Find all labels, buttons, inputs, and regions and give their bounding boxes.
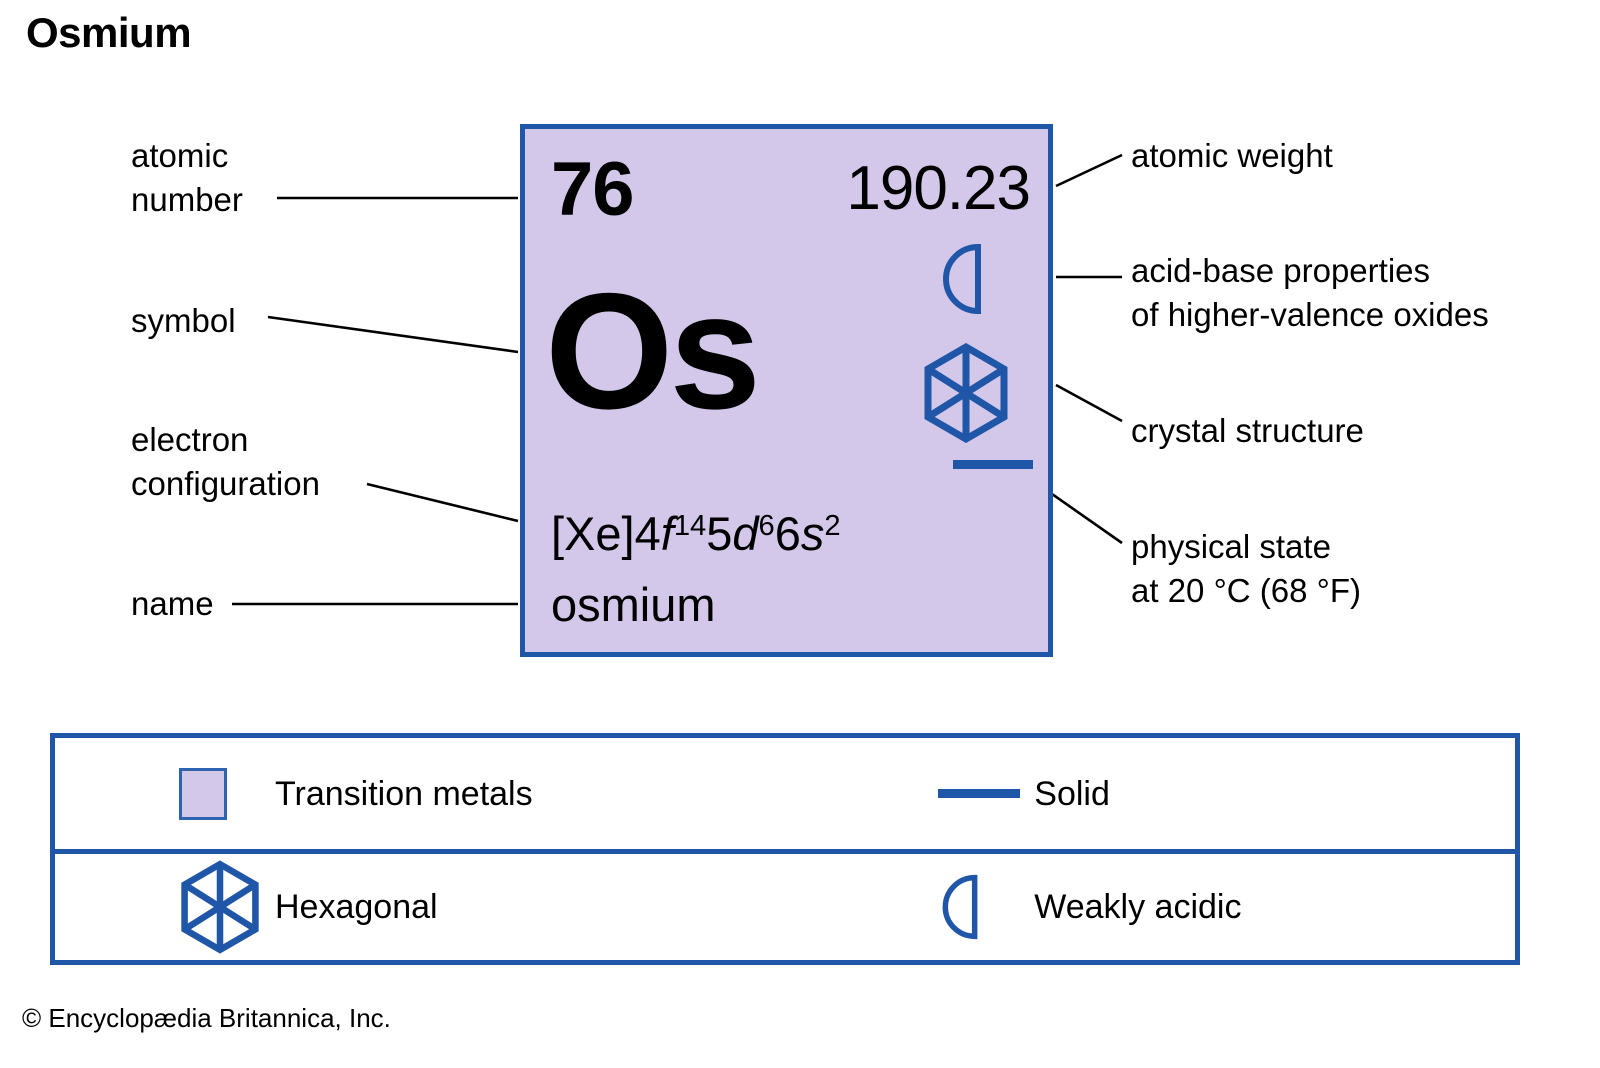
element-name: osmium <box>551 578 716 631</box>
callout-atomic-number: atomic number <box>131 137 243 219</box>
page-title: Osmium <box>26 9 192 56</box>
legend-item-solid: Solid <box>884 738 1515 849</box>
leader-crystal-structure <box>1055 383 1123 423</box>
element-symbol: Os <box>545 259 761 443</box>
legend-row: Transition metals Solid <box>55 738 1515 849</box>
electron-configuration: [Xe]4f145d66s2 <box>551 510 841 557</box>
callout-acid-base-properties: acid-base properties of higher-valence o… <box>1131 252 1489 334</box>
ec-shell-3-electrons: 2 <box>824 509 841 542</box>
ec-shell-2-orbital: d <box>732 507 759 560</box>
solid-dash-icon <box>953 460 1033 469</box>
hexagon-icon <box>181 860 259 954</box>
legend-label-weakly-acidic: Weakly acidic <box>1034 888 1242 926</box>
leader-electron-config <box>366 482 519 523</box>
solid-dash-icon <box>938 789 1021 798</box>
legend-box: Transition metals Solid <box>50 733 1520 965</box>
ec-shell-1-n: 4 <box>634 507 661 560</box>
element-card: 76 190.23 Os [Xe]4f145d66s2 osmium <box>520 124 1053 657</box>
legend-item-transition-metals: Transition metals <box>55 738 884 849</box>
ec-shell-1-electrons: 14 <box>673 509 707 542</box>
ec-shell-3-n: 6 <box>774 507 801 560</box>
atomic-weight: 190.23 <box>846 154 1031 223</box>
legend-label-solid: Solid <box>1034 774 1110 813</box>
copyright-credit: © Encyclopædia Britannica, Inc. <box>22 1003 391 1033</box>
legend-swatch-wrap <box>179 767 275 820</box>
callout-atomic-weight: atomic weight <box>1131 137 1333 174</box>
half-disc-icon <box>942 874 978 940</box>
leader-symbol <box>267 315 519 354</box>
atomic-number: 76 <box>551 147 635 232</box>
legend-swatch-wrap <box>179 860 275 954</box>
color-swatch-icon <box>179 767 227 820</box>
ec-shell-3-orbital: s <box>800 507 825 560</box>
legend-item-weakly-acidic: Weakly acidic <box>884 854 1515 960</box>
legend-row: Hexagonal Weakly acidic <box>55 849 1515 960</box>
half-disc-icon <box>943 243 981 315</box>
callout-name: name <box>131 585 214 622</box>
legend-swatch-wrap <box>938 872 1034 942</box>
callout-physical-state: physical state at 20 °C (68 °F) <box>1131 528 1361 610</box>
legend-swatch-wrap <box>938 789 1034 798</box>
leader-atomic-weight <box>1055 153 1123 188</box>
legend-label-hexagonal: Hexagonal <box>275 888 438 926</box>
ec-shell-2-electrons: 6 <box>758 509 775 542</box>
legend-label-transition-metals: Transition metals <box>275 774 533 813</box>
ec-core: [Xe] <box>551 507 635 560</box>
callout-electron-configuration: electron configuration <box>131 421 320 503</box>
legend-item-hexagonal: Hexagonal <box>55 854 884 960</box>
hexagon-icon <box>924 343 1008 443</box>
callout-crystal-structure: crystal structure <box>1131 412 1364 449</box>
ec-shell-1-orbital: f <box>660 507 674 560</box>
ec-shell-2-n: 5 <box>706 507 733 560</box>
callout-symbol: symbol <box>131 302 236 339</box>
